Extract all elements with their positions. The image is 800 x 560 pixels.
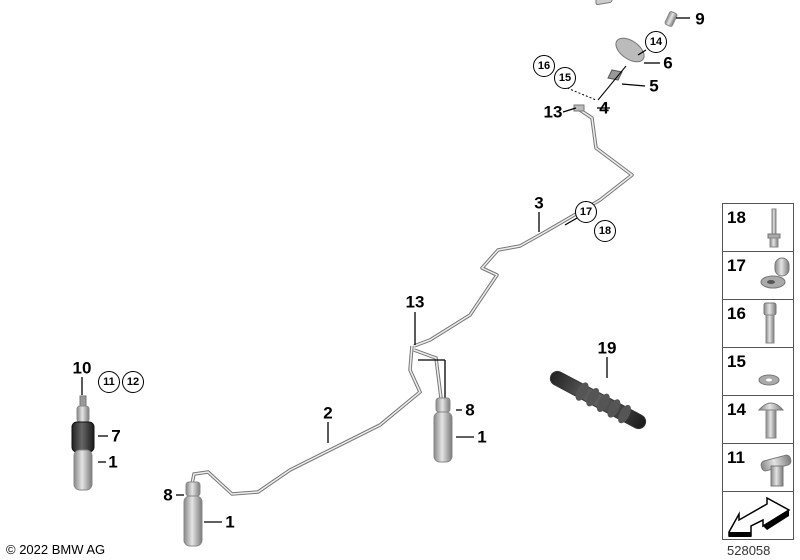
tee-connector-icon xyxy=(760,454,792,487)
legend-number: 14 xyxy=(727,400,746,419)
brake-pipe-2 xyxy=(190,345,443,496)
bleed-valve-9 xyxy=(664,11,678,27)
callout-19: 19 xyxy=(597,338,617,358)
socket-head-screw-icon xyxy=(763,302,777,344)
pipe-clip-icon xyxy=(760,257,790,289)
brake-line-assembly-1-bottom xyxy=(183,481,203,547)
callout-14-circled: 14 xyxy=(645,31,667,53)
brake-line-assembly-1-left xyxy=(71,395,95,491)
callout-13-top: 13 xyxy=(543,102,563,122)
callout-17-circled: 17 xyxy=(575,201,597,223)
legend-number: 17 xyxy=(727,256,746,275)
assembly-axis-line xyxy=(559,84,597,101)
callout-15-circled: 15 xyxy=(554,67,576,89)
diagram-number: 528058 xyxy=(727,543,771,558)
callout-10: 10 xyxy=(72,358,92,378)
callout-7: 7 xyxy=(111,426,121,446)
callout-5: 5 xyxy=(649,76,659,96)
protective-hose-19 xyxy=(549,370,647,430)
brake-line-assembly-1-right xyxy=(433,397,453,463)
legend-row-17: 17 xyxy=(723,252,793,300)
legend-row-16: 16 xyxy=(723,300,793,348)
callout-8-bottom: 8 xyxy=(163,485,173,505)
callout-13-middle: 13 xyxy=(405,292,425,312)
legend-row-direction xyxy=(723,492,793,539)
callout-16-circled: 16 xyxy=(533,55,555,77)
legend-row-11: 11 xyxy=(723,444,793,492)
small-parts-legend: 18 17 16 15 14 11 xyxy=(722,203,794,540)
callout-1-left: 1 xyxy=(108,452,118,472)
callout-1-bottom: 1 xyxy=(225,512,235,532)
rivet-icon xyxy=(767,208,781,248)
callout-9: 9 xyxy=(695,9,705,29)
cover-6 xyxy=(615,37,645,63)
legend-number: 18 xyxy=(727,208,746,227)
copyright-notice: © 2022 BMW AG xyxy=(6,542,106,557)
legend-row-18: 18 xyxy=(723,204,793,252)
legend-number: 11 xyxy=(727,448,745,467)
callout-3: 3 xyxy=(534,193,544,213)
bracket-4 xyxy=(595,0,613,6)
forward-arrow-icon xyxy=(728,496,791,537)
callout-1-right: 1 xyxy=(477,427,487,447)
legend-number: 15 xyxy=(727,352,746,371)
callout-12-circled: 12 xyxy=(122,371,144,393)
callout-18-circled: 18 xyxy=(594,220,616,242)
washer-icon xyxy=(758,374,780,386)
legend-row-15: 15 xyxy=(723,348,793,396)
legend-number: 16 xyxy=(727,304,746,323)
leader-lines xyxy=(81,17,690,523)
button-head-screw-icon xyxy=(757,402,785,439)
brake-pipe-3 xyxy=(413,108,634,348)
callout-6: 6 xyxy=(663,53,673,73)
callout-2: 2 xyxy=(323,403,333,423)
callout-11-circled: 11 xyxy=(98,371,120,393)
callout-4: 4 xyxy=(599,98,609,118)
callout-8-right: 8 xyxy=(465,400,475,420)
legend-row-14: 14 xyxy=(723,396,793,444)
gasket-5 xyxy=(607,69,623,81)
